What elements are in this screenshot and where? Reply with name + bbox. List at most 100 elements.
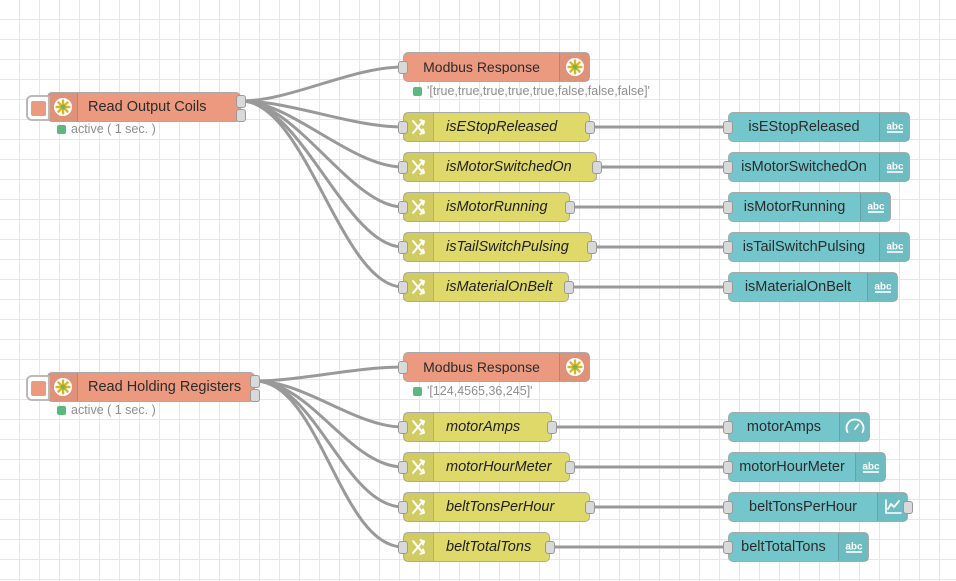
node-label: motorAmps bbox=[746, 419, 822, 435]
svg-text:abc: abc bbox=[886, 242, 904, 253]
status-text: '[124,4565,36,245]' bbox=[427, 384, 533, 398]
node-label: isTailSwitchPulsing bbox=[446, 239, 569, 255]
inject-button-icon[interactable] bbox=[26, 95, 50, 121]
input-port[interactable] bbox=[723, 121, 733, 134]
node-change-ismaterialonbelt[interactable]: isMaterialOnBelt bbox=[398, 272, 574, 302]
output-port[interactable] bbox=[547, 421, 557, 434]
node-label: motorHourMeter bbox=[739, 459, 845, 475]
change-arrows-icon bbox=[404, 493, 434, 521]
node-label: motorHourMeter bbox=[446, 459, 552, 475]
node-ui-motorhourmeter[interactable]: motorHourMeter abc bbox=[723, 452, 886, 482]
status-text: active ( 1 sec. ) bbox=[71, 403, 156, 417]
input-port[interactable] bbox=[398, 161, 408, 174]
node-ui-ismaterialonbelt[interactable]: isMaterialOnBelt abc bbox=[723, 272, 898, 302]
abc-text-icon: abc bbox=[867, 273, 897, 301]
input-port[interactable] bbox=[723, 241, 733, 254]
change-arrows-icon bbox=[404, 113, 434, 141]
input-port[interactable] bbox=[398, 121, 408, 134]
status-text: '[true,true,true,true,true,false,false,f… bbox=[427, 84, 650, 98]
output-port-2[interactable] bbox=[250, 389, 260, 402]
change-arrows-icon bbox=[404, 153, 434, 181]
input-port[interactable] bbox=[398, 501, 408, 514]
node-ui-belttonsperhour[interactable]: beltTonsPerHour bbox=[723, 492, 913, 522]
abc-text-icon: abc bbox=[838, 533, 868, 561]
node-label: Modbus Response bbox=[423, 60, 540, 74]
status-read-output-coils: active ( 1 sec. ) bbox=[57, 122, 156, 136]
node-change-motoramps[interactable]: motorAmps bbox=[398, 412, 557, 442]
input-port[interactable] bbox=[723, 161, 733, 174]
abc-text-icon: abc bbox=[879, 153, 909, 181]
inject-button-icon[interactable] bbox=[26, 375, 50, 401]
input-port[interactable] bbox=[398, 201, 408, 214]
input-port[interactable] bbox=[398, 541, 408, 554]
node-modbus-response-registers[interactable]: Modbus Response bbox=[398, 352, 590, 382]
input-port[interactable] bbox=[398, 461, 408, 474]
node-label: isEStopReleased bbox=[748, 119, 860, 135]
node-modbus-response-coils[interactable]: Modbus Response bbox=[398, 52, 590, 82]
chart-line-icon bbox=[877, 493, 907, 521]
svg-text:abc: abc bbox=[886, 162, 904, 173]
node-ui-belttotaltons[interactable]: beltTotalTons abc bbox=[723, 532, 869, 562]
node-ui-ismotorswitchedon[interactable]: isMotorSwitchedOn abc bbox=[723, 152, 910, 182]
node-change-ismotorrunning[interactable]: isMotorRunning bbox=[398, 192, 575, 222]
output-port[interactable] bbox=[545, 541, 555, 554]
node-change-isestopreleased[interactable]: isEStopReleased bbox=[398, 112, 595, 142]
modbus-icon bbox=[48, 93, 78, 121]
input-port[interactable] bbox=[398, 281, 408, 294]
node-label: isEStopReleased bbox=[446, 119, 558, 135]
output-port-2[interactable] bbox=[236, 109, 246, 122]
node-label: Read Holding Registers bbox=[88, 379, 242, 395]
node-label: beltTotalTons bbox=[741, 539, 826, 555]
status-modbus-response-registers: '[124,4565,36,245]' bbox=[413, 384, 533, 398]
svg-text:abc: abc bbox=[845, 542, 863, 553]
green-dot-icon bbox=[57, 405, 66, 415]
status-read-holding-registers: active ( 1 sec. ) bbox=[57, 403, 156, 417]
abc-text-icon: abc bbox=[879, 113, 909, 141]
node-change-belttotaltons[interactable]: beltTotalTons bbox=[398, 532, 555, 562]
change-arrows-icon bbox=[404, 273, 434, 301]
input-port[interactable] bbox=[723, 281, 733, 294]
node-ui-motoramps[interactable]: motorAmps bbox=[723, 412, 870, 442]
input-port[interactable] bbox=[398, 61, 408, 74]
node-label: isTailSwitchPulsing bbox=[742, 239, 866, 255]
node-change-motorhourmeter[interactable]: motorHourMeter bbox=[398, 452, 575, 482]
node-change-istailswitchpulsing[interactable]: isTailSwitchPulsing bbox=[398, 232, 597, 262]
node-label: motorAmps bbox=[446, 419, 521, 435]
input-port[interactable] bbox=[723, 541, 733, 554]
input-port[interactable] bbox=[723, 461, 733, 474]
node-change-belttonsperhour[interactable]: beltTonsPerHour bbox=[398, 492, 595, 522]
input-port[interactable] bbox=[723, 501, 733, 514]
input-port[interactable] bbox=[723, 421, 733, 434]
input-port[interactable] bbox=[398, 241, 408, 254]
change-arrows-icon bbox=[404, 193, 434, 221]
output-port[interactable] bbox=[587, 241, 597, 254]
output-port-1[interactable] bbox=[236, 95, 246, 108]
input-port[interactable] bbox=[398, 361, 408, 374]
input-port[interactable] bbox=[398, 421, 408, 434]
change-arrows-icon bbox=[404, 413, 434, 441]
node-ui-istailswitchpulsing[interactable]: isTailSwitchPulsing abc bbox=[723, 232, 910, 262]
node-label: isMotorSwitchedOn bbox=[741, 159, 867, 175]
node-label: beltTonsPerHour bbox=[749, 499, 857, 515]
node-label: beltTonsPerHour bbox=[446, 499, 555, 515]
output-port[interactable] bbox=[565, 201, 575, 214]
node-change-ismotorswitchedon[interactable]: isMotorSwitchedOn bbox=[398, 152, 602, 182]
node-read-holding-registers[interactable]: Read Holding Registers bbox=[26, 372, 260, 402]
node-ui-isestopreleased[interactable]: isEStopReleased abc bbox=[723, 112, 910, 142]
output-port[interactable] bbox=[903, 501, 913, 514]
abc-text-icon: abc bbox=[855, 453, 885, 481]
node-label: isMotorRunning bbox=[446, 199, 548, 215]
node-read-output-coils[interactable]: Read Output Coils bbox=[26, 92, 246, 122]
change-arrows-icon bbox=[404, 453, 434, 481]
output-port[interactable] bbox=[592, 161, 602, 174]
output-port[interactable] bbox=[564, 281, 574, 294]
output-port-1[interactable] bbox=[250, 375, 260, 388]
node-ui-ismotorrunning[interactable]: isMotorRunning abc bbox=[723, 192, 891, 222]
output-port[interactable] bbox=[565, 461, 575, 474]
input-port[interactable] bbox=[723, 201, 733, 214]
output-port[interactable] bbox=[585, 501, 595, 514]
output-port[interactable] bbox=[585, 121, 595, 134]
status-modbus-response-coils: '[true,true,true,true,true,false,false,f… bbox=[413, 84, 650, 98]
modbus-icon bbox=[559, 53, 589, 81]
